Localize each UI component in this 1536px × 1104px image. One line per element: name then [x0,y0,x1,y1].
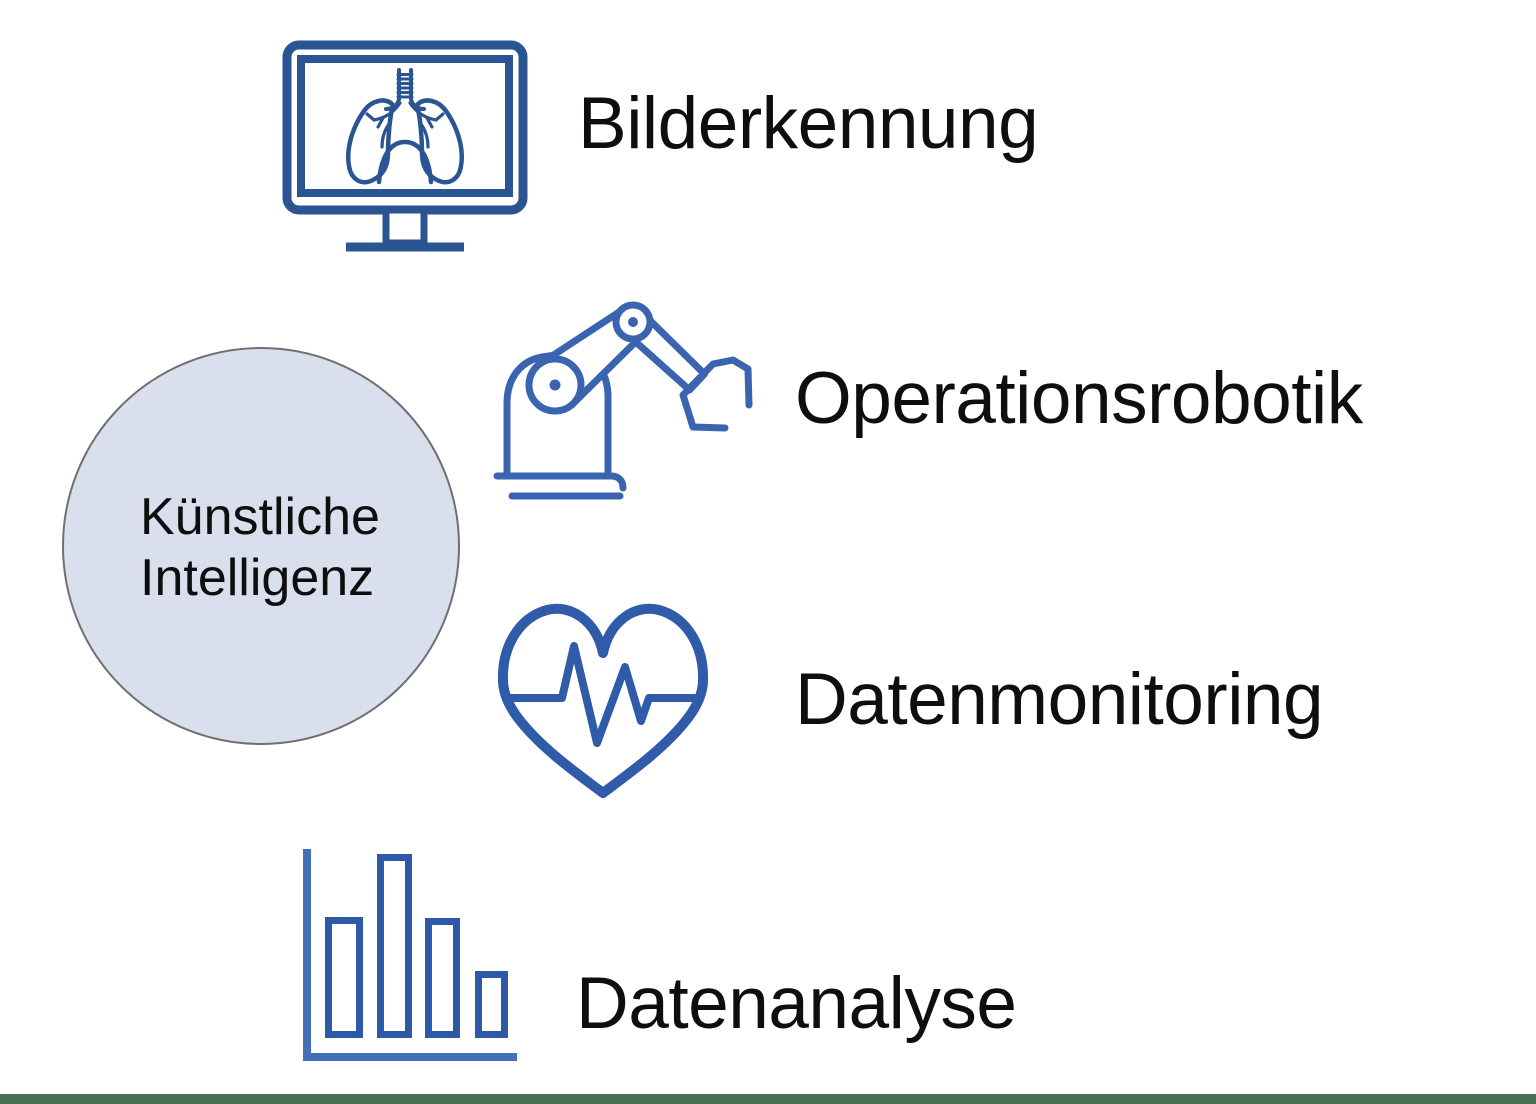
item-label-bilderkennung: Bilderkennung [578,83,1039,164]
heart-pulse-icon [497,603,709,798]
footer-accent-bar [0,1094,1536,1104]
robot-arm-icon [493,301,753,500]
item-label-datenmonitoring: Datenmonitoring [795,659,1324,740]
monitor-lungs-icon [282,40,528,252]
center-circle [62,347,460,745]
item-label-datenanalyse: Datenanalyse [576,963,1017,1044]
center-circle-label-line1: Künstliche [140,488,380,546]
bar-chart-icon [303,849,517,1061]
item-label-operationsrobotik: Operationsrobotik [795,358,1363,439]
center-circle-label: Künstliche Intelligenz [140,487,380,610]
center-circle-label-line2: Intelligenz [140,549,375,608]
